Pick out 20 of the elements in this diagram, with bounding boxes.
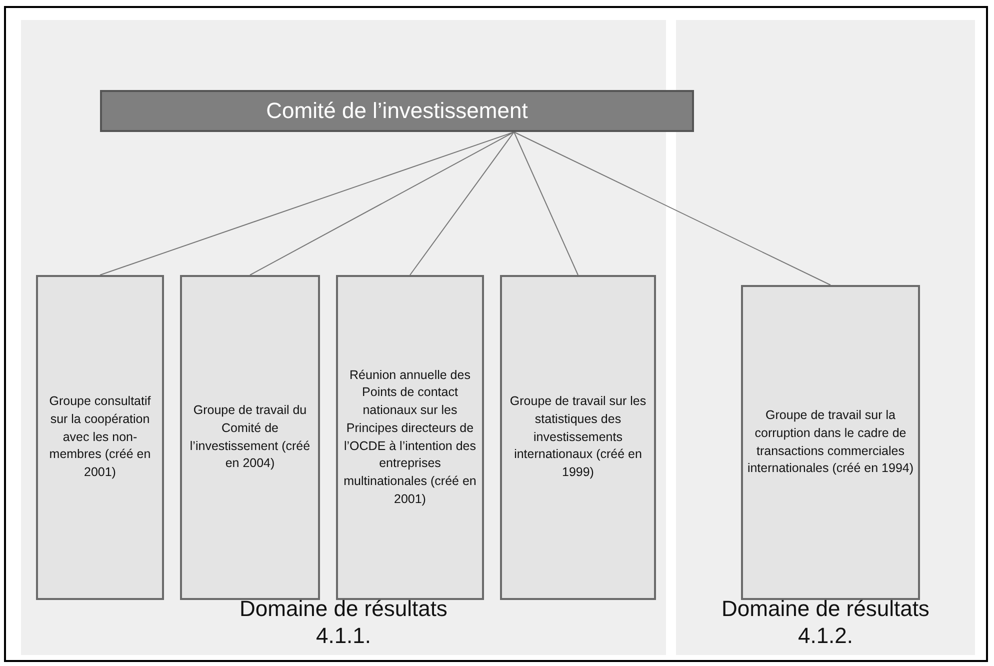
group-text: Groupe consultatif sur la coopération avec les non-membres (créé en 2001) [48,393,152,482]
group-box [180,275,320,600]
connector-line [250,132,514,276]
group-text: Groupe de travail du Comité de l’investissement (créé en 2004) [188,402,312,472]
group-box [500,275,656,600]
group-box [741,285,920,600]
connector-line [410,132,514,276]
connector-line [514,132,831,286]
group-text: Groupe de travail sur les statistiques des investissements internationaux (créé en 1999) [508,393,648,482]
area-panel [676,20,975,655]
area-label: Domaine de résultats 4.1.2. [720,596,930,649]
area-panel [21,20,666,655]
connector-line [514,132,578,276]
area-label: Domaine de résultats 4.1.1. [238,596,448,649]
committee-title: Comité de l’investissement [266,98,528,124]
group-text: Réunion annuelle des Points de contact nationaux sur les Principes directeurs de l’OCDE à l’intention des entreprises multinationales (créé en 2001) [342,366,478,508]
group-box [36,275,164,600]
connector-line [100,132,514,276]
group-box [336,275,484,600]
group-text: Groupe de travail sur la corruption dans le cadre de transactions commerciales internationales (créé en 1994) [747,407,914,478]
